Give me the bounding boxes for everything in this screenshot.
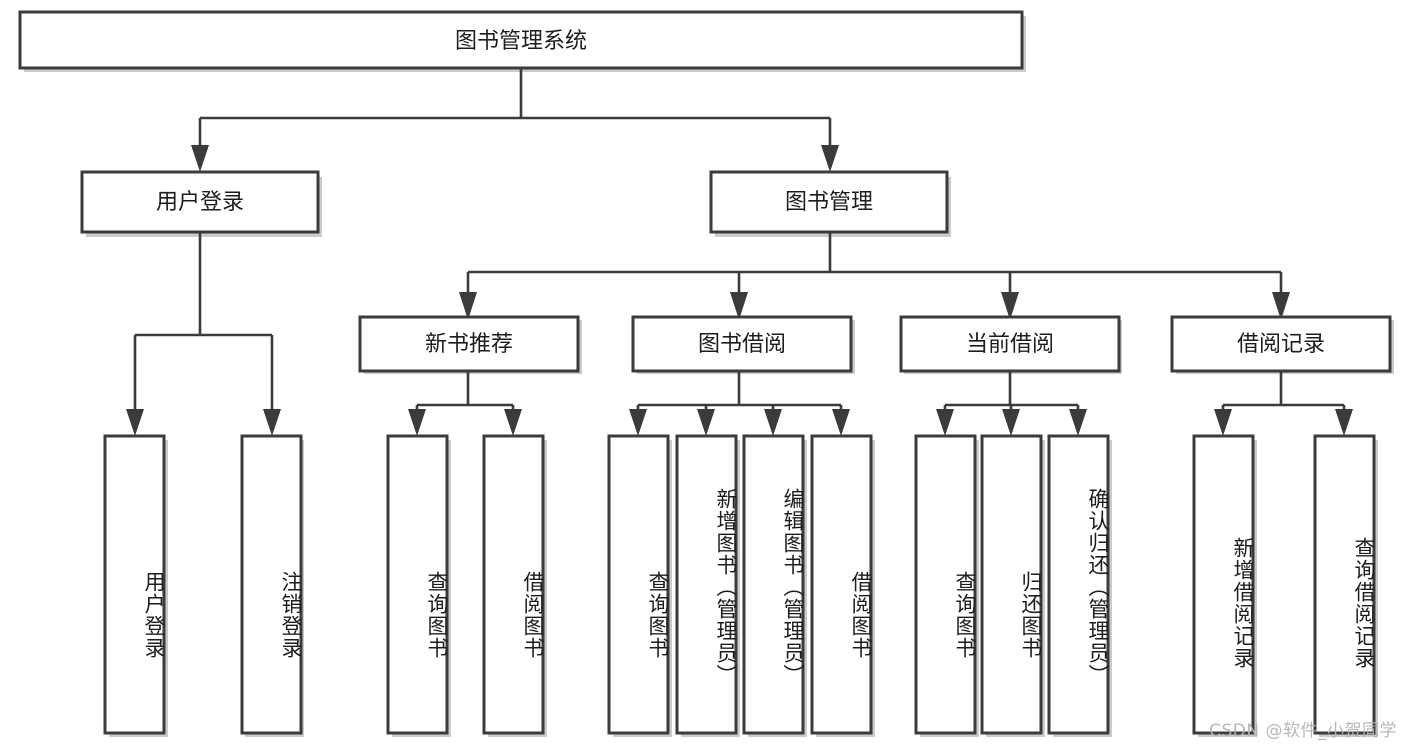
label-new-book-recommend: 新书推荐 [425,332,513,357]
arrow-leaf-1 [263,409,281,436]
node-leaf-query-book-rec[interactable] [386,434,449,735]
csdn-watermark: CSDN @软件_小贺同学 [1209,721,1397,741]
node-user-login[interactable] [80,170,320,234]
node-book-borrow[interactable] [631,315,853,373]
node-borrow-record[interactable] [1170,315,1392,373]
arrow-leaf-4 [629,409,647,436]
arrow-leaf-7 [832,409,850,436]
node-leaf-query-book-cb[interactable] [914,434,977,735]
label-current-borrow: 当前借阅 [966,332,1054,357]
node-leaf-confirm-return[interactable] [1047,434,1110,735]
arrow-leaf-2 [408,409,426,436]
arrow-leaf-8 [936,409,954,436]
node-leaf-logout[interactable] [240,434,303,735]
nodes [18,10,1392,735]
node-leaf-return-book[interactable] [980,434,1043,735]
horizontal-labels: 图书管理系统 用户登录 图书管理 新书推荐 图书借阅 当前借阅 借阅记录 [156,29,1325,357]
label-book-borrow: 图书借阅 [698,332,786,357]
arrow-leaf-11 [1214,409,1232,436]
node-leaf-borrow-book-bb[interactable] [810,434,873,735]
node-leaf-query-record[interactable] [1313,434,1376,735]
label-root: 图书管理系统 [455,29,587,54]
node-leaf-edit-book[interactable] [742,434,805,735]
arrow-l3-3 [1272,292,1290,320]
arrow-l3-0 [459,292,477,320]
node-book-manage[interactable] [709,170,949,234]
arrow-leaf-6 [764,409,782,436]
node-leaf-borrow-book-rec[interactable] [482,434,545,735]
arrow-leaf-5 [697,409,715,436]
node-leaf-query-book-bb[interactable] [607,434,670,735]
arrow-l3-1 [730,292,748,320]
node-current-borrow[interactable] [899,315,1121,373]
arrow-l3-2 [1001,292,1019,320]
arrow-to-user-login [191,145,209,172]
node-root[interactable] [18,10,1024,70]
arrow-leaf-3 [504,409,522,436]
arrow-leaf-9 [1002,409,1020,436]
label-user-login: 用户登录 [156,190,244,215]
arrow-to-book-manage [821,145,839,172]
node-leaf-add-book[interactable] [675,434,738,735]
connectors [126,68,1353,436]
node-new-book-recommend[interactable] [358,315,580,373]
node-leaf-user-login[interactable] [103,434,166,735]
arrow-leaf-0 [126,409,144,436]
label-book-manage: 图书管理 [785,190,873,215]
arrow-leaf-10 [1069,409,1087,436]
arrow-leaf-12 [1335,409,1353,436]
label-borrow-record: 借阅记录 [1237,332,1325,357]
node-leaf-add-record[interactable] [1192,434,1255,735]
